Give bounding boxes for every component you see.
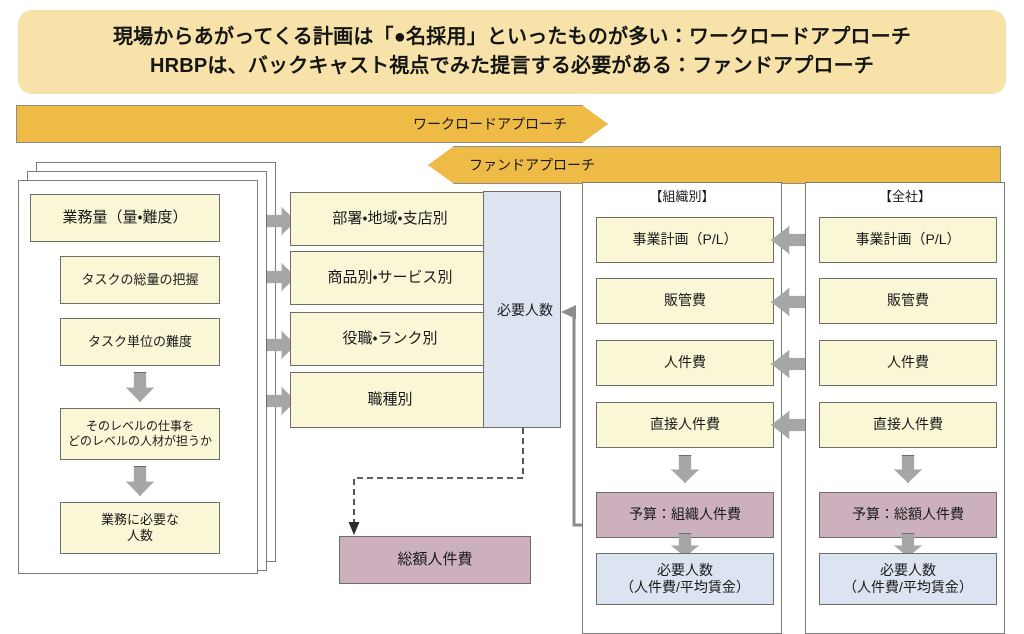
breakdown-box-3: 役職・ランク別 — [290, 312, 490, 366]
company-row-3: 人件費 — [819, 340, 997, 386]
banner-fund-approach: ファンドアプローチ — [428, 146, 1001, 184]
breakdown-box-2: 商品別・サービス別 — [290, 251, 490, 305]
company-panel-title: 【全社】 — [878, 189, 931, 204]
required-headcount-box — [483, 191, 561, 428]
org-row-1: 事業計画（P/L） — [596, 217, 774, 263]
breakdown-box-4: 職種別 — [290, 372, 490, 428]
company-headcount-line-1: 必要人数 — [880, 561, 936, 578]
banner-fund-label: ファンドアプローチ — [469, 157, 595, 173]
title-line-2: HRBPは、バックキャスト視点でみた提言する必要がある：ファンドアプローチ — [149, 55, 875, 77]
workload-header-box: 業務量（量・難度） — [30, 194, 220, 242]
org-row-3: 人件費 — [596, 340, 774, 386]
dashed-connector-total-labor-cost — [348, 428, 524, 535]
banner-workload-label: ワークロードアプローチ — [413, 116, 567, 132]
company-headcount-box: 必要人数 （人件費/平均賃金） — [819, 553, 997, 605]
org-headcount-line-1: 必要人数 — [657, 561, 713, 578]
workload-step-2: タスク単位の難度 — [60, 318, 220, 366]
total-labor-cost-box: 総額人件費 — [339, 536, 531, 584]
workload-step-3: そのレベルの仕事を どのレベルの人材が担うか — [60, 408, 220, 460]
company-row-1: 事業計画（P/L） — [819, 217, 997, 263]
company-budget-box: 予算：総額人件費 — [819, 492, 997, 538]
banner-workload-approach: ワークロードアプローチ — [16, 105, 608, 143]
title-banner: 現場からあがってくる計画は「●名採用」といったものが多い：ワークロードアプローチ… — [18, 10, 1006, 94]
org-budget-box: 予算：組織人件費 — [596, 492, 774, 538]
org-row-4: 直接人件費 — [596, 402, 774, 448]
org-headcount-line-2: （人件費/平均賃金） — [620, 579, 750, 595]
org-panel-title: 【組織別】 — [649, 189, 715, 204]
title-line-1: 現場からあがってくる計画は「●名採用」といったものが多い：ワークロードアプローチ — [112, 26, 912, 48]
company-row-2: 販管費 — [819, 278, 997, 324]
workload-step-4: 業務に必要な 人数 — [60, 502, 220, 554]
required-headcount-label: 必要人数 — [497, 302, 553, 318]
org-row-2: 販管費 — [596, 278, 774, 324]
company-row-4: 直接人件費 — [819, 402, 997, 448]
company-headcount-line-2: （人件費/平均賃金） — [843, 579, 973, 595]
workload-step-1: タスクの総量の把握 — [60, 256, 220, 304]
org-headcount-box: 必要人数 （人件費/平均賃金） — [596, 553, 774, 605]
breakdown-box-1: 部署・地域・支店別 — [290, 192, 490, 246]
